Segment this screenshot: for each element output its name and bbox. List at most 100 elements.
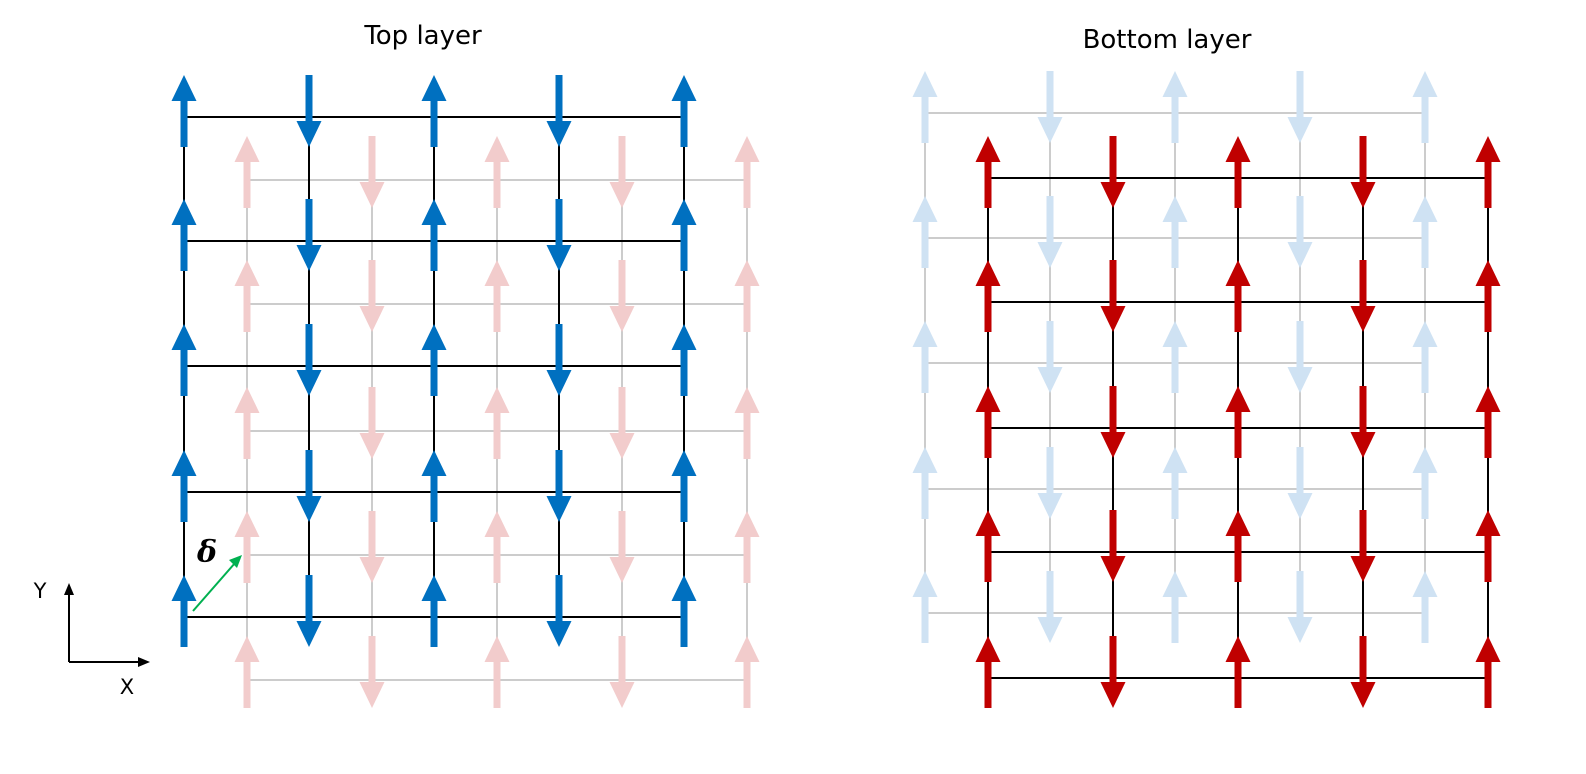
top-layer-faded-spin-down-arrow: [1037, 447, 1063, 519]
bottom-layer-spin-up-arrow: [975, 136, 1001, 208]
top-layer-faded-spin-up-arrow: [1412, 571, 1438, 643]
bottom-layer-faded-spin-up-arrow: [234, 511, 260, 583]
top-layer-spin-up-arrow: [171, 199, 197, 271]
bottom-layer-spin-down-arrow: [1350, 510, 1376, 582]
bottom-layer-spin-down-arrow: [1100, 386, 1126, 458]
top-layer-spin-up-arrow: [421, 199, 447, 271]
bottom-layer-title: Bottom layer: [1083, 25, 1252, 55]
bottom-layer-faded-spin-down-arrow: [609, 387, 635, 459]
top-layer-spin-down-arrow: [296, 199, 322, 271]
top-layer-spin-up-arrow: [171, 75, 197, 147]
top-layer-spin-up-arrow: [421, 450, 447, 522]
x-axis-label: X: [120, 675, 134, 699]
bottom-layer-spin-down-arrow: [1100, 636, 1126, 708]
top-layer-spin-up-arrow: [171, 324, 197, 396]
bottom-panel-background-lattice: [912, 71, 1438, 643]
top-layer-spin-up-arrow: [421, 75, 447, 147]
top-layer-faded-spin-down-arrow: [1037, 71, 1063, 143]
bottom-layer-faded-spin-up-arrow: [234, 260, 260, 332]
bottom-layer-faded-spin-up-arrow: [484, 387, 510, 459]
top-layer-faded-spin-down-arrow: [1287, 196, 1313, 268]
top-layer-faded-spin-down-arrow: [1287, 321, 1313, 393]
top-layer-faded-spin-down-arrow: [1287, 447, 1313, 519]
y-axis-label: Y: [33, 579, 47, 603]
bottom-layer-spin-up-arrow: [1475, 510, 1501, 582]
top-layer-spin-down-arrow: [546, 324, 572, 396]
bottom-layer-faded-spin-down-arrow: [359, 387, 385, 459]
bottom-layer-spin-up-arrow: [975, 386, 1001, 458]
shift-vector-label: δ: [196, 535, 217, 570]
bottom-layer-faded-spin-down-arrow: [609, 260, 635, 332]
shift-vector: δ: [192, 535, 242, 612]
bottom-layer-faded-spin-down-arrow: [609, 136, 635, 208]
top-layer-spin-up-arrow: [171, 450, 197, 522]
top-layer-faded-spin-up-arrow: [1412, 71, 1438, 143]
shift-vector-arrowhead: [229, 555, 242, 568]
bottom-layer-spin-up-arrow: [975, 510, 1001, 582]
bottom-layer-spin-up-arrow: [1225, 636, 1251, 708]
bottom-layer-faded-spin-up-arrow: [234, 387, 260, 459]
top-layer-faded-spin-up-arrow: [1162, 321, 1188, 393]
bottom-layer-faded-spin-down-arrow: [359, 511, 385, 583]
bottom-layer-faded-spin-up-arrow: [734, 387, 760, 459]
top-layer-spin-down-arrow: [296, 75, 322, 147]
coordinate-axes: Y X: [33, 579, 150, 699]
bottom-layer-spin-up-arrow: [1225, 260, 1251, 332]
top-layer-faded-spin-down-arrow: [1037, 196, 1063, 268]
bottom-layer-spin-down-arrow: [1350, 386, 1376, 458]
top-layer-spin-up-arrow: [421, 575, 447, 647]
top-layer-faded-spin-up-arrow: [912, 571, 938, 643]
top-layer-spin-up-arrow: [421, 324, 447, 396]
top-layer-spin-down-arrow: [546, 75, 572, 147]
top-layer-faded-spin-down-arrow: [1037, 571, 1063, 643]
bottom-layer-faded-spin-down-arrow: [609, 636, 635, 708]
bottom-layer-spin-up-arrow: [1225, 510, 1251, 582]
top-layer-spin-down-arrow: [546, 575, 572, 647]
top-layer-spin-up-arrow: [671, 575, 697, 647]
bottom-layer-faded-spin-up-arrow: [734, 260, 760, 332]
top-layer-panel: Top layer: [171, 21, 760, 708]
bottom-layer-faded-spin-up-arrow: [734, 511, 760, 583]
top-layer-spin-up-arrow: [671, 450, 697, 522]
top-layer-faded-spin-up-arrow: [912, 196, 938, 268]
top-layer-spin-up-arrow: [171, 575, 197, 647]
bottom-layer-spin-up-arrow: [1475, 636, 1501, 708]
bottom-layer-faded-spin-up-arrow: [234, 136, 260, 208]
bottom-layer-faded-spin-up-arrow: [484, 136, 510, 208]
bottom-panel-foreground-lattice: [975, 136, 1501, 708]
bottom-layer-spin-down-arrow: [1350, 636, 1376, 708]
y-axis-arrowhead: [64, 583, 74, 595]
top-layer-spin-up-arrow: [671, 324, 697, 396]
top-layer-faded-spin-up-arrow: [912, 447, 938, 519]
bottom-layer-spin-down-arrow: [1350, 260, 1376, 332]
top-layer-faded-spin-down-arrow: [1037, 321, 1063, 393]
top-layer-spin-up-arrow: [671, 75, 697, 147]
top-layer-faded-spin-up-arrow: [912, 71, 938, 143]
bottom-layer-spin-up-arrow: [1475, 260, 1501, 332]
bottom-layer-faded-spin-up-arrow: [484, 511, 510, 583]
top-layer-faded-spin-up-arrow: [912, 321, 938, 393]
bottom-layer-faded-spin-up-arrow: [734, 636, 760, 708]
top-layer-faded-spin-up-arrow: [1162, 71, 1188, 143]
bottom-layer-spin-down-arrow: [1100, 136, 1126, 208]
top-layer-spin-up-arrow: [671, 199, 697, 271]
top-layer-faded-spin-up-arrow: [1412, 321, 1438, 393]
bottom-layer-faded-spin-down-arrow: [359, 136, 385, 208]
bottom-layer-spin-down-arrow: [1100, 510, 1126, 582]
bottom-layer-faded-spin-down-arrow: [359, 636, 385, 708]
top-panel-background-lattice: [234, 136, 760, 708]
bottom-layer-faded-spin-down-arrow: [359, 260, 385, 332]
top-layer-faded-spin-down-arrow: [1287, 571, 1313, 643]
bottom-layer-faded-spin-up-arrow: [734, 136, 760, 208]
bottom-layer-spin-down-arrow: [1350, 136, 1376, 208]
bottom-layer-spin-up-arrow: [1225, 386, 1251, 458]
top-layer-spin-down-arrow: [296, 324, 322, 396]
top-layer-spin-down-arrow: [546, 450, 572, 522]
bottom-layer-faded-spin-up-arrow: [484, 636, 510, 708]
shift-vector-line: [192, 562, 236, 612]
bottom-layer-faded-spin-up-arrow: [484, 260, 510, 332]
bottom-layer-spin-up-arrow: [1225, 136, 1251, 208]
bottom-layer-panel: Bottom layer: [912, 25, 1501, 708]
top-layer-faded-spin-up-arrow: [1412, 447, 1438, 519]
